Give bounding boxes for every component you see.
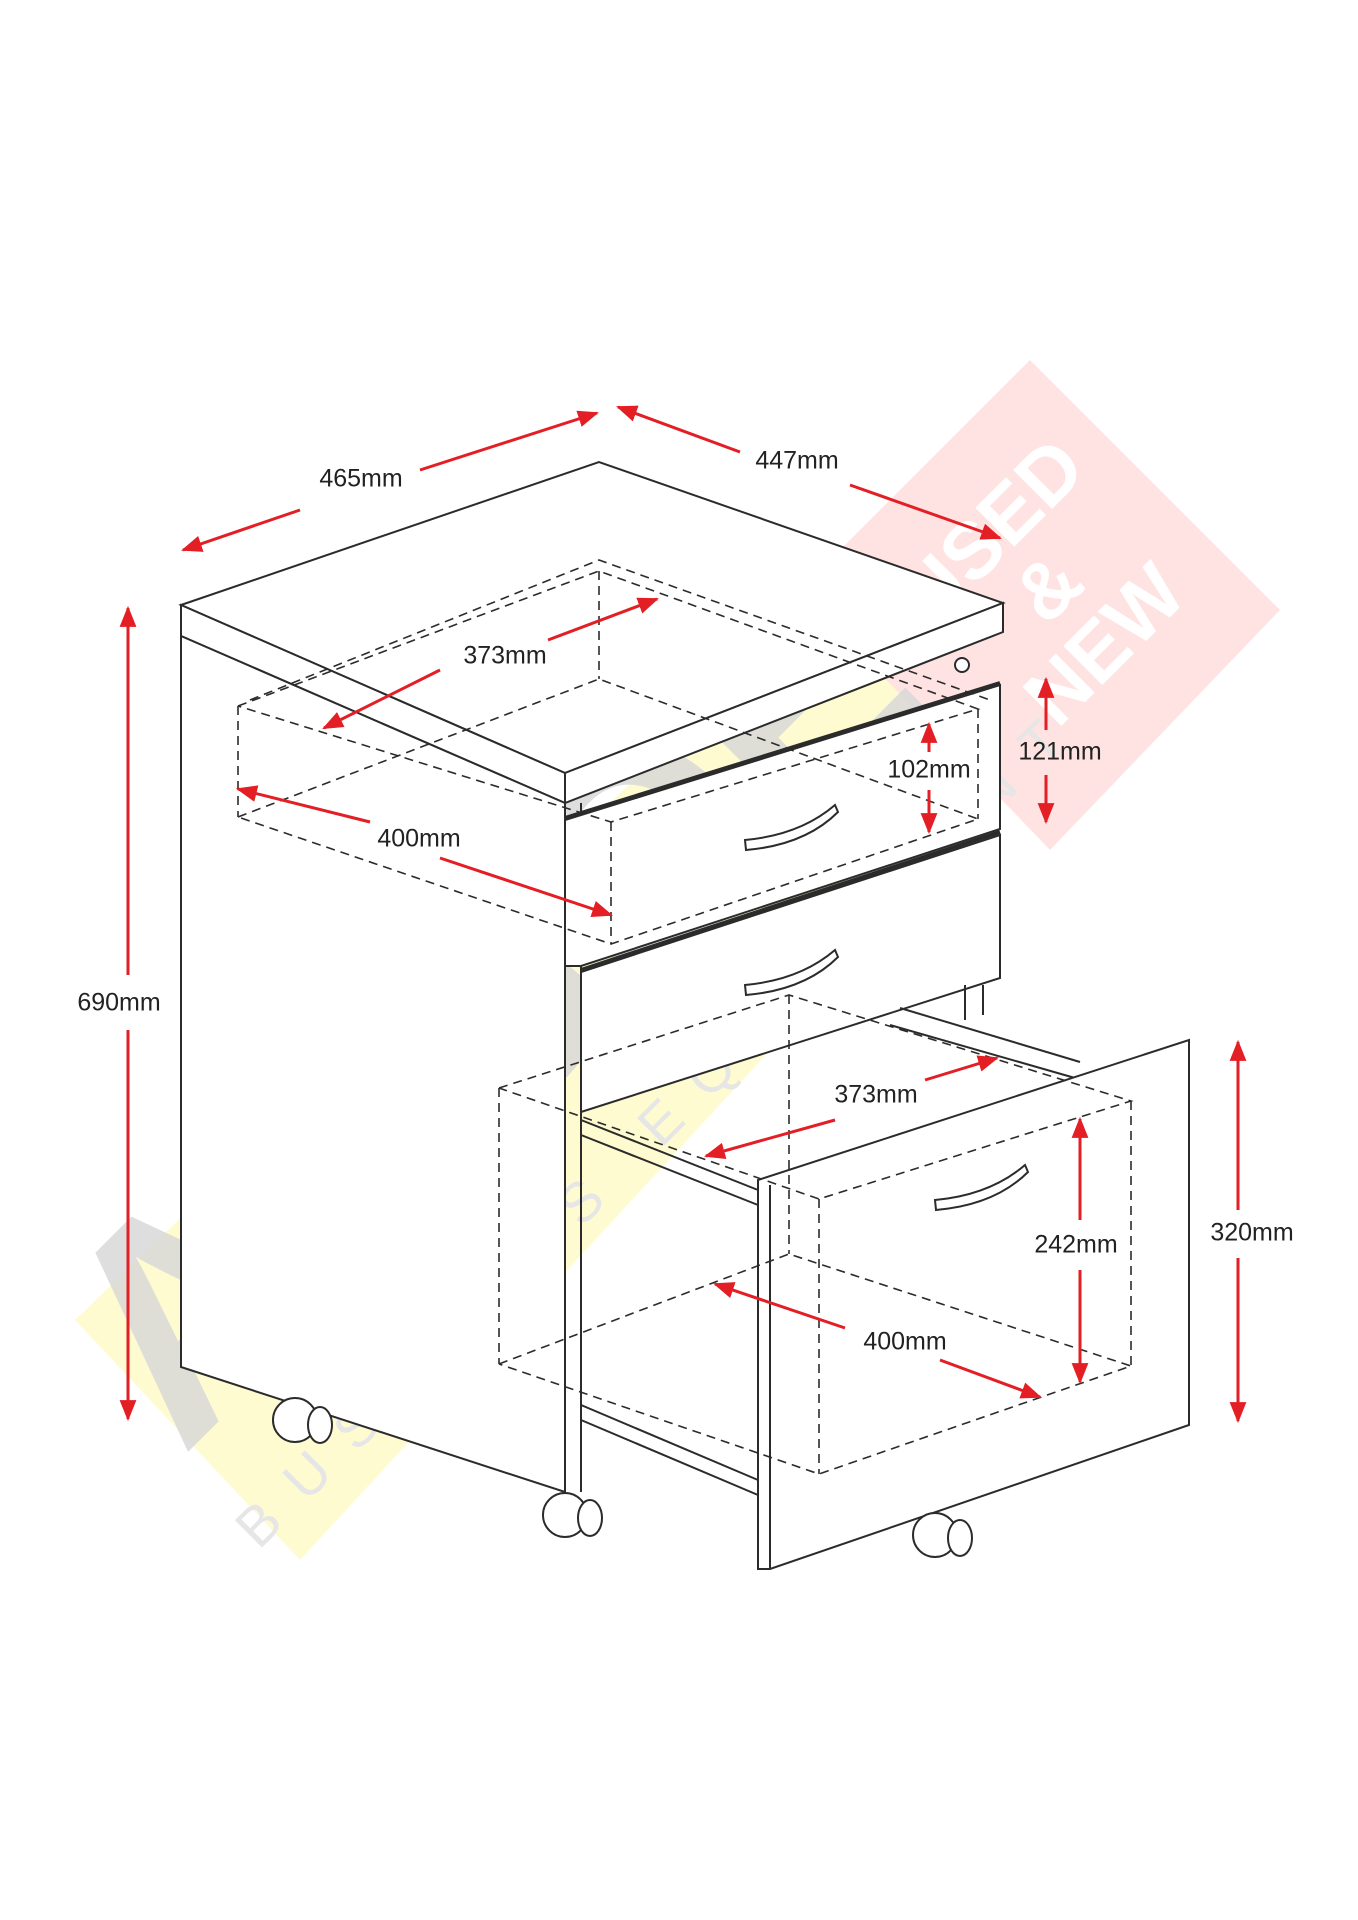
file-drawer-handle bbox=[933, 1163, 1030, 1212]
arrow-overall-width bbox=[616, 405, 741, 454]
file-drawer-interior bbox=[498, 994, 1134, 1475]
arrow-top-inner-width bbox=[322, 668, 441, 730]
top-drawer-handle bbox=[743, 803, 840, 852]
castor bbox=[272, 1397, 333, 1444]
watermark-pink-diamond bbox=[800, 360, 1280, 850]
castor bbox=[542, 1492, 603, 1538]
lock-icon bbox=[954, 657, 970, 673]
label-top-inner-height: 102mm bbox=[887, 755, 971, 784]
label-overall-width: 447mm bbox=[755, 446, 839, 475]
label-overall-depth: 465mm bbox=[319, 464, 403, 493]
arrow-overall-depth bbox=[419, 410, 599, 472]
middle-drawer-handle bbox=[743, 948, 840, 997]
label-file-front-height: 320mm bbox=[1210, 1218, 1294, 1247]
label-file-inner-depth: 400mm bbox=[863, 1327, 947, 1356]
arrow-file-inner-depth bbox=[713, 1282, 846, 1330]
cabinet bbox=[178, 460, 1190, 1570]
arrow-file-inner-width bbox=[703, 1118, 836, 1160]
file-drawer-front bbox=[757, 1038, 1190, 1570]
label-top-inner-width: 373mm bbox=[463, 641, 547, 670]
middle-drawer-front bbox=[580, 833, 1001, 1114]
label-overall-height: 690mm bbox=[77, 988, 161, 1017]
dimension-arrows bbox=[119, 405, 1247, 1424]
castor bbox=[912, 1512, 973, 1558]
arrow-top-inner-depth bbox=[235, 785, 371, 824]
label-file-inner-height: 242mm bbox=[1034, 1230, 1118, 1259]
label-top-front-height: 121mm bbox=[1018, 737, 1102, 766]
label-top-inner-depth: 400mm bbox=[377, 824, 461, 853]
label-file-inner-width: 373mm bbox=[834, 1080, 918, 1109]
